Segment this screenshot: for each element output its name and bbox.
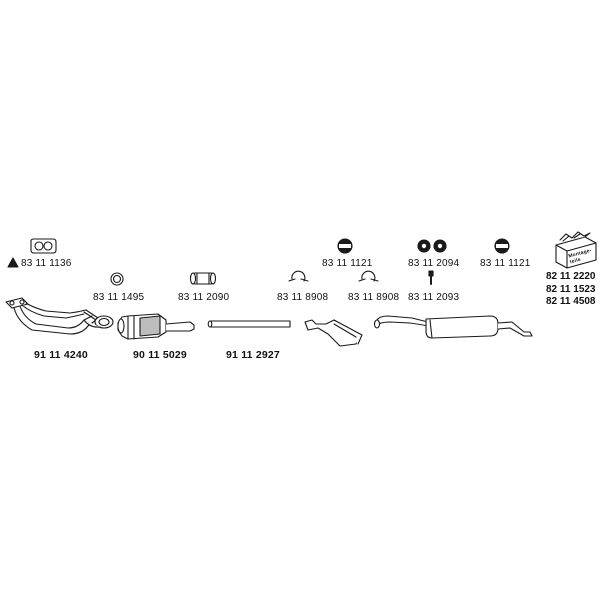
kit-number: 82 11 2220 <box>546 271 596 282</box>
part-number-mid-pipe: 91 11 2927 <box>226 349 280 361</box>
part-number-hanger-1: 83 11 1121 <box>322 258 373 269</box>
part-number-front-pipe: 91 11 4240 <box>34 349 88 361</box>
flange-gasket-icon <box>30 238 57 254</box>
middle-silencer-icon <box>304 319 363 347</box>
clamp-sleeve-icon <box>189 272 217 285</box>
seal-ring-icon <box>110 272 124 286</box>
rubber-hanger-icon <box>337 238 353 254</box>
mounting-kit-numbers: 82 11 2220 82 11 1523 82 11 4508 <box>546 271 596 309</box>
pipe-clamp-icon <box>288 270 309 282</box>
rear-silencer-icon <box>373 315 533 339</box>
front-pipe-icon <box>5 297 114 335</box>
warning-triangle-icon <box>7 257 19 268</box>
part-number-clamp-2: 83 11 8908 <box>277 292 329 303</box>
pipe-clamp-icon <box>358 270 379 282</box>
part-number-clamp-sleeve: 83 11 2090 <box>178 292 230 303</box>
middle-pipe-icon <box>207 320 291 328</box>
part-number-hanger-pair: 83 11 2094 <box>408 258 460 269</box>
kit-number: 82 11 4508 <box>546 296 596 307</box>
part-number-bolt: 83 11 2093 <box>408 292 460 303</box>
hanger-pair-icon <box>417 239 447 253</box>
bolt-icon <box>428 270 434 285</box>
part-number-ring: 83 11 1495 <box>93 292 145 303</box>
catalytic-converter-icon <box>117 313 195 340</box>
mounting-kit-box-icon <box>555 231 597 269</box>
part-number-catalyst: 90 11 5029 <box>133 349 187 361</box>
rubber-hanger-icon <box>494 238 510 254</box>
part-number-clamp-3: 83 11 8908 <box>348 292 400 303</box>
kit-number: 82 11 1523 <box>546 283 596 295</box>
part-number-hanger-2: 83 11 1121 <box>480 258 531 269</box>
part-number-gasket-front: 83 11 1136 <box>21 258 72 269</box>
